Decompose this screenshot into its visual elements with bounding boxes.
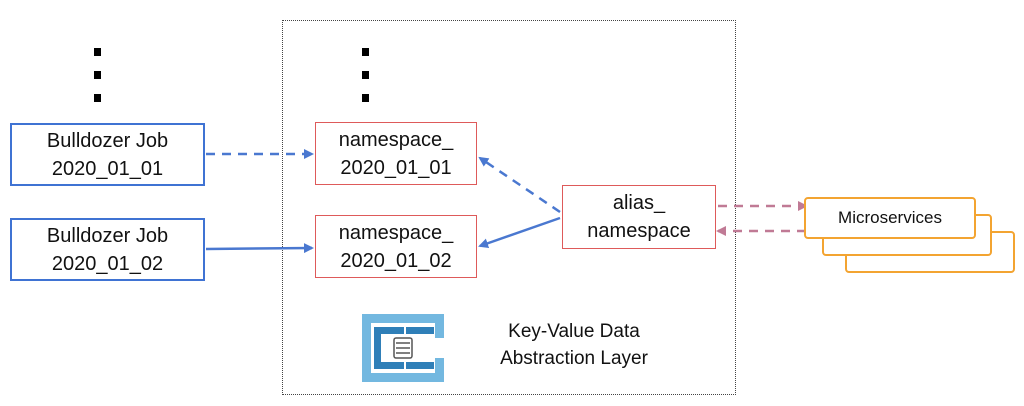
alias-label-line2: namespace <box>587 220 691 242</box>
namespace-2020-01-02: namespace_ 2020_01_02 <box>315 215 477 278</box>
microservices-card-front: Microservices <box>804 197 976 239</box>
bulldozer-job-2020-01-01: Bulldozer Job 2020_01_01 <box>10 123 205 186</box>
arrow-alias-to-namespace1 <box>478 156 561 214</box>
job-label-line2: 2020_01_02 <box>51 252 164 275</box>
microservices-label: Microservices <box>838 208 942 227</box>
arrow-job2-to-namespace2 <box>205 243 314 254</box>
namespace-label-line1: namespace_ <box>338 221 454 244</box>
namespace-2020-01-01: namespace_ 2020_01_01 <box>315 122 477 185</box>
layer-caption-line2: Abstraction Layer <box>500 348 648 369</box>
namespace-label-line2: 2020_01_02 <box>340 249 452 272</box>
abstraction-layer-boundary <box>282 20 736 395</box>
vertical-ellipsis-icon <box>94 48 102 106</box>
job-label-line1: Bulldozer Job <box>46 224 169 247</box>
key-value-data-abstraction-layer-logo <box>362 314 444 382</box>
namespace-label-line2: 2020_01_01 <box>340 156 452 179</box>
vertical-ellipsis-icon <box>362 48 370 106</box>
job-label-line2: 2020_01_01 <box>51 157 164 180</box>
layer-caption: Key-Value Data Abstraction Layer <box>484 318 664 372</box>
job-label-line1: Bulldozer Job <box>46 129 169 152</box>
alias-label-line1: alias_ <box>612 192 666 214</box>
layer-caption-line1: Key-Value Data <box>508 321 640 342</box>
namespace-label-line1: namespace_ <box>338 128 454 151</box>
bulldozer-job-2020-01-02: Bulldozer Job 2020_01_02 <box>10 218 205 281</box>
arrow-alias-to-namespace2 <box>478 216 561 249</box>
alias-namespace: alias_ namespace <box>562 185 716 249</box>
